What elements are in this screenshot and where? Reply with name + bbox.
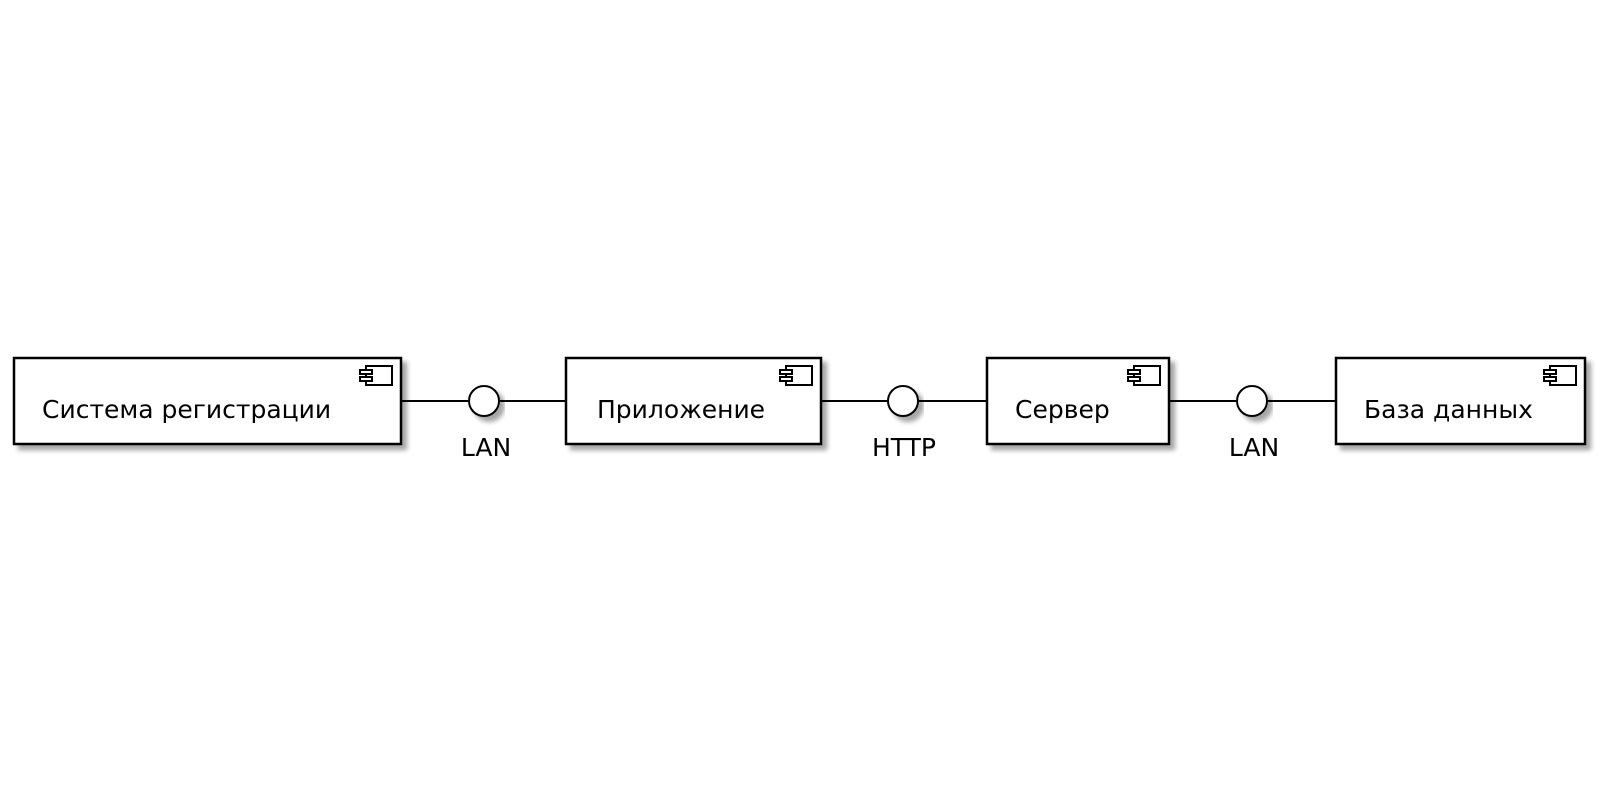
component-icon bbox=[1543, 365, 1577, 386]
interface-label: LAN bbox=[461, 433, 511, 462]
component-box bbox=[12, 356, 403, 446]
interface-label: HTTP bbox=[872, 433, 936, 462]
component-application[interactable]: Приложение bbox=[564, 356, 823, 446]
interface-label: LAN bbox=[1229, 433, 1279, 462]
interface-circle bbox=[1236, 385, 1268, 417]
interface-lan-1[interactable]: LAN bbox=[461, 385, 511, 462]
component-label: Сервер bbox=[1015, 395, 1110, 424]
component-database[interactable]: База данных bbox=[1334, 356, 1587, 446]
component-label: Приложение bbox=[597, 395, 765, 424]
component-server[interactable]: Сервер bbox=[985, 356, 1171, 446]
interface-lan-2[interactable]: LAN bbox=[1229, 385, 1279, 462]
interface-circle bbox=[468, 385, 500, 417]
component-icon bbox=[1127, 365, 1161, 386]
component-registration-system[interactable]: Система регистрации bbox=[12, 356, 403, 446]
component-icon bbox=[779, 365, 813, 386]
interface-circle bbox=[887, 385, 919, 417]
component-box bbox=[564, 356, 823, 446]
component-icon bbox=[359, 365, 393, 386]
interface-http[interactable]: HTTP bbox=[872, 385, 936, 462]
component-label: Система регистрации bbox=[42, 395, 331, 424]
component-label: База данных bbox=[1364, 395, 1533, 424]
